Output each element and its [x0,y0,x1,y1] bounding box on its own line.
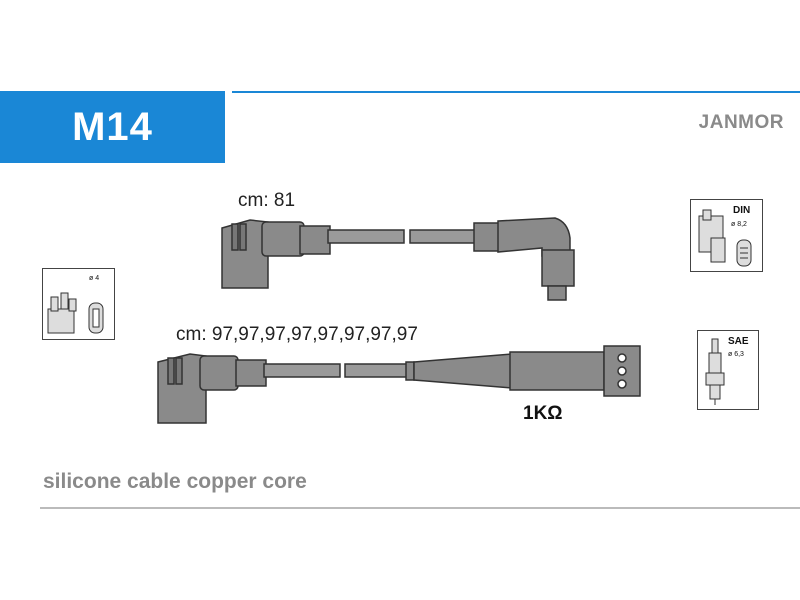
cable-2-band [405,361,415,381]
cable-2-left-sleeve [199,355,239,391]
coil-standard: DIN [733,205,751,216]
model-badge [0,91,225,163]
model-code: M14 [72,105,153,149]
cable-1-clip [547,285,567,301]
cable-2-coil-body [509,351,605,391]
cable-1-left-collar [299,225,331,255]
footer-rule [40,507,800,509]
material-note: silicone cable copper core [43,470,307,493]
distributor-cap-icon: ø 4 [42,268,115,340]
cable-1 [221,217,575,301]
brand-name: JANMOR [698,112,784,133]
cable-1-wire-b [409,229,477,244]
distributor-size: ø 4 [89,275,100,282]
cable-2-taper [413,353,513,389]
cable-1-length: cm: 81 [238,190,296,211]
header-rule [232,91,800,93]
resistance-label: 1KΩ [523,403,563,424]
plug-standard: SAE [728,336,749,347]
cable-2-left-collar [235,359,267,387]
cable-1-wire-a [327,229,405,244]
cable-2-length: cm: 97,97,97,97,97,97,97,97 [176,324,418,345]
plug-size: ø 6,3 [728,351,744,358]
cable-2-wire-b [344,363,408,378]
cable-1-right-terminal [541,249,575,287]
coil-connector-icon: DIN ø 8,2 [690,199,763,272]
cable-1-left-sleeve [261,221,305,257]
cable-2-wire-a [263,363,341,378]
spark-plug-icon: SAE ø 6,3 [697,330,759,410]
coil-size: ø 8,2 [731,221,747,228]
cable-1-right-collar [473,222,501,252]
cable-2 [157,345,641,424]
